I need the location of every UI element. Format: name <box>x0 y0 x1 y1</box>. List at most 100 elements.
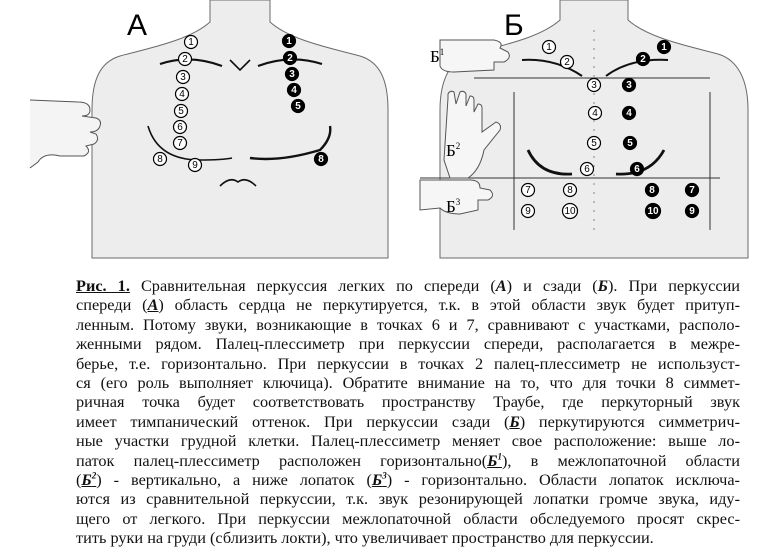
point-circle <box>644 202 662 220</box>
caption-text: Б3 <box>371 470 387 490</box>
caption-line: тить руки на груди (сблизить локти), что… <box>76 528 740 547</box>
point-marker: 1 <box>183 34 199 50</box>
point-number: 2 <box>287 53 293 64</box>
point-circle <box>172 119 188 135</box>
point-marker: 6 <box>579 161 595 177</box>
point-marker: 6 <box>172 119 188 135</box>
point-marker: 4 <box>587 105 603 121</box>
caption-superscript: 1 <box>497 451 502 462</box>
b1-label: Б1 <box>430 47 444 66</box>
point-number: 9 <box>525 206 531 217</box>
point-number: 9 <box>689 206 695 217</box>
caption-text: Сравнительная перкуссия легких по сперед… <box>129 276 496 295</box>
point-marker: 1 <box>541 39 557 55</box>
point-circle <box>587 105 603 121</box>
caption-text: Рис. 1. <box>76 276 130 295</box>
caption-text: ) - вертикально, а ниже лопаток ( <box>96 470 372 490</box>
point-circle <box>684 203 700 219</box>
panel-b-letter: Б <box>504 9 524 42</box>
caption-line: ленным. Потому звуки, возникающие в точк… <box>76 315 740 334</box>
front-torso-outline <box>91 0 389 259</box>
point-number: 10 <box>647 206 659 217</box>
point-circle <box>183 34 199 50</box>
point-circle <box>286 82 302 98</box>
point-marker: 4 <box>621 105 637 121</box>
point-circle <box>586 135 602 151</box>
point-circle <box>520 203 536 219</box>
point-marker: 8 <box>644 182 660 198</box>
caption-line: ные участки грудной клетки. Палец-плесси… <box>76 431 740 450</box>
panel-a-letter: А <box>127 9 147 42</box>
point-number: 9 <box>192 160 198 171</box>
point-marker: 2 <box>559 54 575 70</box>
point-circle <box>520 182 536 198</box>
point-circle <box>173 103 189 119</box>
caption-line: (Б2) - вертикально, а ниже лопаток (Б3) … <box>76 470 740 489</box>
point-circle <box>621 105 637 121</box>
point-number: 4 <box>626 108 632 119</box>
point-number: 2 <box>640 54 646 65</box>
point-number: 6 <box>584 164 590 175</box>
point-circle <box>290 98 306 114</box>
b2-label: Б2 <box>446 141 460 160</box>
caption-text: ся (его роль выполняет ключица). Обратит… <box>76 373 740 393</box>
caption-text: тить руки на груди (сблизить локти), что… <box>76 528 654 548</box>
point-marker: 5 <box>622 135 638 151</box>
point-circle <box>559 54 575 70</box>
front-left-hand <box>29 99 101 169</box>
point-circle <box>541 39 557 55</box>
point-number: 8 <box>157 154 163 165</box>
figure-caption: Рис. 1. Сравнительная перкуссия легких п… <box>76 276 740 548</box>
point-marker: 3 <box>175 69 191 85</box>
caption-line: паток палец-плессиметр расположен горизо… <box>76 451 740 470</box>
point-circle <box>635 51 651 67</box>
point-marker: 4 <box>174 86 190 102</box>
navel-mark <box>219 178 257 187</box>
point-marker: 7 <box>172 135 188 151</box>
point-marker: 9 <box>520 203 536 219</box>
caption-text: Б1 <box>487 450 502 470</box>
left-scapula-curve <box>526 149 573 176</box>
jugular-notch <box>229 59 251 72</box>
point-circle <box>281 33 297 49</box>
b1-hand <box>439 39 510 73</box>
point-number: 3 <box>591 80 597 91</box>
b3-label: Б3 <box>446 197 461 216</box>
caption-text: ) и сзади ( <box>506 276 598 295</box>
point-circle <box>284 66 300 82</box>
point-circle <box>579 161 595 177</box>
caption-line: ричная точка будет соответствовать прост… <box>76 392 740 411</box>
point-marker: 10 <box>561 202 579 220</box>
caption-text: Б <box>597 276 609 295</box>
point-marker: 7 <box>684 182 700 198</box>
caption-text: имеет тимпанический оттенок. При перкусс… <box>76 411 510 431</box>
point-marker: 10 <box>644 202 662 220</box>
point-circle <box>174 86 190 102</box>
point-marker: 5 <box>586 135 602 151</box>
point-marker: 8 <box>562 182 578 198</box>
point-number: 3 <box>626 80 632 91</box>
caption-text: ные участки грудной клетки. Палец-плесси… <box>76 431 740 451</box>
caption-text: ленным. Потому звуки, возникающие в точк… <box>76 314 740 334</box>
point-number: 5 <box>627 138 633 149</box>
caption-line: берье, т.е. горизонтально. При перкуссии… <box>76 354 740 373</box>
caption-text: щего от легкого. При перкуссии межлопато… <box>76 508 740 528</box>
point-circle <box>562 182 578 198</box>
caption-text: Б <box>509 411 520 431</box>
point-number: 8 <box>649 185 655 196</box>
point-marker: 5 <box>290 98 306 114</box>
point-number: 7 <box>689 185 695 196</box>
point-marker: 6 <box>629 161 645 177</box>
caption-text: ) - горизонтально. Области лопаток исклю… <box>386 470 740 490</box>
point-marker: 9 <box>187 157 203 173</box>
point-circle <box>175 69 191 85</box>
point-marker: 8 <box>313 151 329 167</box>
caption-superscript: 3 <box>382 470 387 481</box>
point-circle <box>656 39 672 55</box>
point-circle <box>644 182 660 198</box>
point-circle <box>172 135 188 151</box>
caption-text: женными рядом. Палец-плессиметр при перк… <box>76 334 740 354</box>
caption-text: А <box>147 295 159 315</box>
back-torso-panel <box>419 0 749 259</box>
